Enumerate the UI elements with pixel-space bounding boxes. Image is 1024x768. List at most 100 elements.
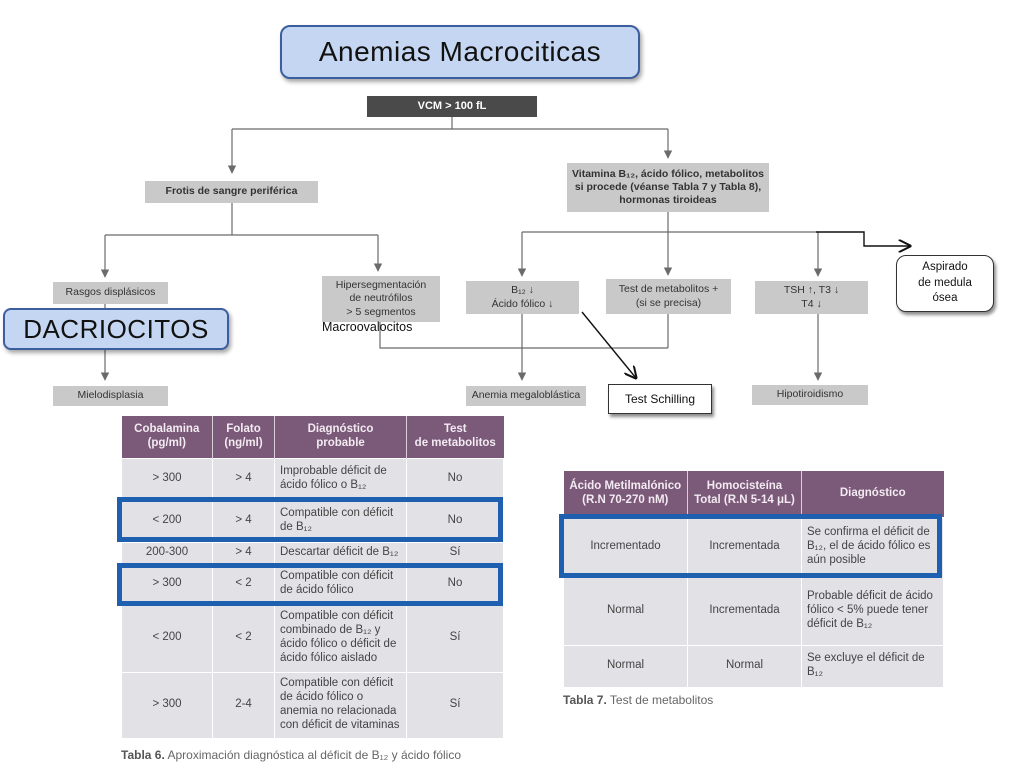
node-tsh-line-1: TSH ↑, T3 ↓ bbox=[783, 284, 840, 297]
table-7-caption-text: Test de metabolitos bbox=[609, 693, 714, 707]
table-6-header-row: Cobalamina(pg/ml) Folato(ng/ml) Diagnóst… bbox=[121, 416, 504, 458]
callout-dacriocitos: DACRIOCITOS bbox=[3, 308, 229, 350]
highlight-row-folato bbox=[117, 563, 503, 606]
table-cell: < 200 bbox=[121, 603, 213, 673]
node-b12-line-1: B₁₂ ↓ bbox=[511, 284, 534, 297]
node-hiperseg-line-1: Hipersegmentación bbox=[335, 279, 427, 292]
table-cell: > 4 bbox=[212, 499, 275, 543]
table-7-header-cell: Diagnóstico bbox=[801, 471, 944, 517]
header-text: (R.N 70-270 nM) bbox=[582, 493, 669, 506]
table-cell: 2-4 bbox=[212, 671, 275, 739]
table-row: 200-300 > 4 Descartar déficit de B₁₂ Sí bbox=[121, 541, 504, 565]
callout-aspirado-line-3: ósea bbox=[932, 292, 958, 305]
header-text: Folato bbox=[226, 422, 261, 435]
highlight-row-incrementado bbox=[559, 514, 942, 578]
node-vitamina-line-2: si procede (véanse Tabla 7 y Tabla 8), bbox=[574, 180, 762, 193]
table-cell: > 300 bbox=[121, 457, 213, 501]
table-cell: Compatible con déficit de B₁₂ bbox=[274, 499, 407, 543]
table-cell: No bbox=[406, 499, 504, 543]
table-cell: < 200 bbox=[121, 499, 213, 543]
table-cell: < 2 bbox=[212, 563, 275, 605]
table-row: Normal Normal Se excluye el déficit de B… bbox=[563, 644, 944, 688]
table-cell: > 4 bbox=[212, 457, 275, 501]
node-anemia-megaloblastica: Anemia megaloblástica bbox=[466, 386, 586, 406]
table-cell: Normal bbox=[687, 644, 802, 688]
header-text: (ng/ml) bbox=[224, 436, 263, 449]
table-row: > 300 < 2 Compatible con déficit de ácid… bbox=[121, 563, 504, 605]
label-macroovalocitos: Macroovalocitos bbox=[322, 320, 413, 334]
node-mielodisplasia: Mielodisplasia bbox=[53, 386, 168, 406]
table-row: < 200 > 4 Compatible con déficit de B₁₂ … bbox=[121, 499, 504, 543]
table-7-caption: Tabla 7. Test de metabolitos bbox=[563, 693, 713, 707]
node-hiperseg: Hipersegmentación de neutrófilos > 5 seg… bbox=[322, 276, 440, 322]
node-b12: B₁₂ ↓ Ácido fólico ↓ bbox=[466, 281, 579, 314]
table-cell: > 300 bbox=[121, 563, 213, 605]
callout-aspirado-line-2: de medula bbox=[918, 276, 972, 289]
table-cell: 200-300 bbox=[121, 541, 213, 565]
table-row: Incrementado Incrementada Se confirma el… bbox=[563, 516, 944, 578]
node-vcm: VCM > 100 fL bbox=[367, 96, 537, 117]
node-frotis: Frotis de sangre periférica bbox=[145, 181, 318, 203]
table-cell: No bbox=[406, 457, 504, 501]
node-test-metabolitos-line-2: (si se precisa) bbox=[635, 296, 702, 309]
table-cell: > 4 bbox=[212, 541, 275, 565]
table-6-header-cell: Folato(ng/ml) bbox=[212, 416, 275, 458]
node-tsh-line-2: T4 ↓ bbox=[801, 297, 822, 310]
table-6: Cobalamina(pg/ml) Folato(ng/ml) Diagnóst… bbox=[121, 416, 504, 739]
table-7-header-cell: Ácido Metilmalónico(R.N 70-270 nM) bbox=[563, 471, 688, 517]
table-cell: Normal bbox=[563, 576, 688, 646]
table-cell: Se confirma el déficit de B₁₂, el de áci… bbox=[801, 516, 944, 578]
callout-test-schilling: Test Schilling bbox=[608, 384, 712, 414]
table-7: Ácido Metilmalónico(R.N 70-270 nM) Homoc… bbox=[563, 471, 944, 688]
node-test-metabolitos-line-1: Test de metabolitos + bbox=[618, 283, 719, 296]
table-row: > 300 2-4 Compatible con déficit de ácid… bbox=[121, 671, 504, 739]
table-7-caption-label: Tabla 7. bbox=[563, 693, 607, 707]
table-cell: Sí bbox=[406, 603, 504, 673]
node-hipotiroidismo: Hipotiroidismo bbox=[752, 385, 868, 405]
node-tsh: TSH ↑, T3 ↓ T4 ↓ bbox=[755, 281, 868, 314]
callout-aspirado-line-1: Aspirado bbox=[922, 261, 968, 274]
table-6-header-cell: Cobalamina(pg/ml) bbox=[121, 416, 213, 458]
callout-aspirado: Aspirado de medula ósea bbox=[896, 255, 994, 312]
header-text: Homocisteína bbox=[706, 479, 783, 492]
table-cell: Incrementada bbox=[687, 576, 802, 646]
node-hiperseg-line-2: de neutrófilos bbox=[349, 292, 413, 305]
table-6-caption-text: Aproximación diagnóstica al déficit de B… bbox=[167, 748, 461, 762]
header-text: probable bbox=[316, 436, 365, 449]
table-6-caption-label: Tabla 6. bbox=[121, 748, 165, 762]
table-cell: Incrementada bbox=[687, 516, 802, 578]
table-row: > 300 > 4 Improbable déficit de ácido fó… bbox=[121, 457, 504, 501]
header-text: (pg/ml) bbox=[147, 436, 186, 449]
table-cell: < 2 bbox=[212, 603, 275, 673]
header-text: de metabolitos bbox=[414, 436, 496, 449]
table-6-caption: Tabla 6. Aproximación diagnóstica al déf… bbox=[121, 748, 461, 762]
node-test-metabolitos: Test de metabolitos + (si se precisa) bbox=[606, 279, 731, 314]
table-7-header-row: Ácido Metilmalónico(R.N 70-270 nM) Homoc… bbox=[563, 471, 944, 517]
header-text: Ácido Metilmalónico bbox=[569, 479, 682, 492]
table-row: < 200 < 2 Compatible con déficit combina… bbox=[121, 603, 504, 673]
page-title: Anemias Macrociticas bbox=[280, 25, 640, 79]
link-hiperseg-anemia bbox=[379, 322, 668, 349]
node-vitamina-line-1: Vitamina B₁₂, ácido fólico, metabolitos bbox=[571, 167, 764, 180]
header-text: Total (R.N 5-14 μL) bbox=[694, 493, 795, 506]
header-text: Diagnóstico bbox=[307, 422, 374, 435]
table-cell: Normal bbox=[563, 644, 688, 688]
header-text: Diagnóstico bbox=[839, 486, 906, 499]
table-cell: Sí bbox=[406, 671, 504, 739]
table-cell: Compatible con déficit de ácido fólico bbox=[274, 563, 407, 605]
node-vitamina: Vitamina B₁₂, ácido fólico, metabolitos … bbox=[567, 163, 769, 212]
table-row: Normal Incrementada Probable déficit de … bbox=[563, 576, 944, 646]
table-cell: Compatible con déficit combinado de B₁₂ … bbox=[274, 603, 407, 673]
table-cell: Improbable déficit de ácido fólico o B₁₂ bbox=[274, 457, 407, 501]
arrow-to-aspirado bbox=[816, 231, 910, 246]
node-b12-line-2: Ácido fólico ↓ bbox=[491, 297, 554, 310]
table-cell: Incrementado bbox=[563, 516, 688, 578]
node-vitamina-line-3: hormonas tiroideas bbox=[619, 194, 717, 207]
highlight-row-b12 bbox=[117, 497, 503, 542]
node-hiperseg-line-3: > 5 segmentos bbox=[346, 305, 416, 318]
table-cell: > 300 bbox=[121, 671, 213, 739]
header-text: Test bbox=[443, 422, 467, 435]
